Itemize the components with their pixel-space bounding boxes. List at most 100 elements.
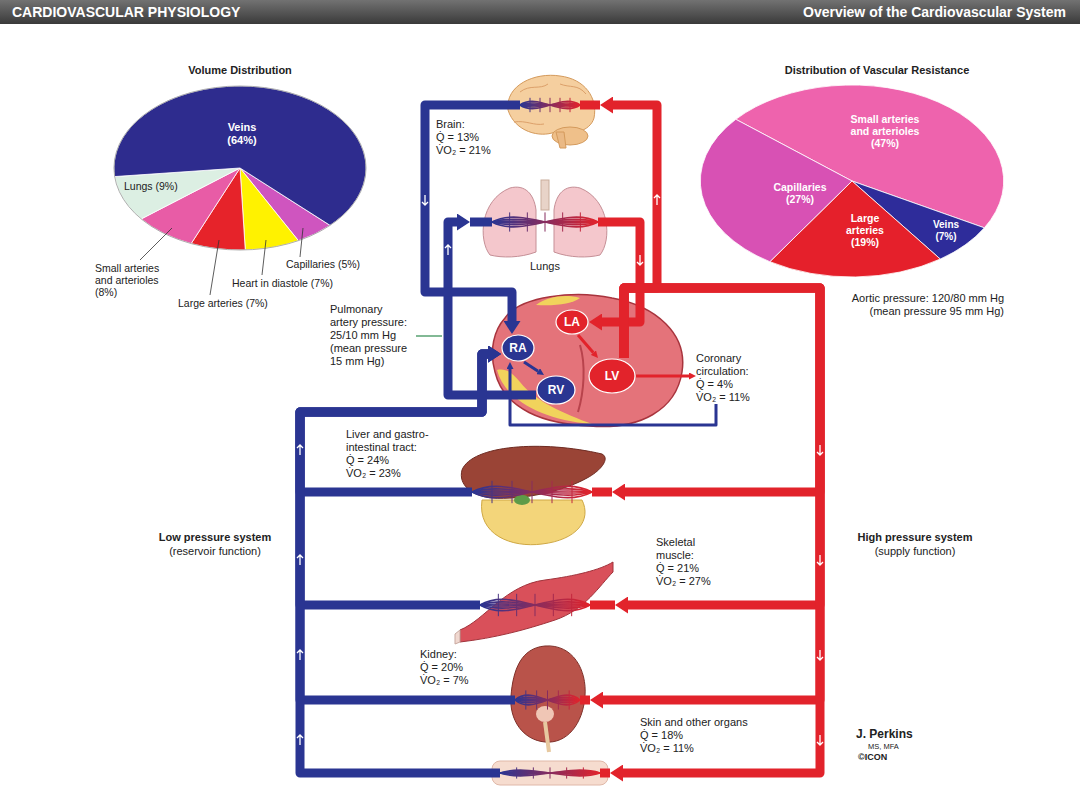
node-text: Coronary circulation: [696, 352, 760, 378]
slide-title: Overview of the Cardiovascular System [803, 4, 1066, 20]
brain-gyri [514, 84, 586, 124]
flow-arrow [297, 445, 303, 455]
capillary [545, 212, 546, 231]
system-note: (reservoir function) [140, 544, 290, 558]
organ-capillary-bed: Lungs [470, 180, 620, 258]
blood-vessel [300, 354, 488, 492]
blood-vessel [300, 354, 505, 700]
blood-vessel [300, 354, 490, 773]
organ-illustration [452, 440, 612, 548]
leader-line [300, 228, 303, 257]
node-text: RV [548, 383, 564, 397]
organ-label: Kidney:Q̇ = 20%V̇O₂ = 7% [420, 648, 498, 687]
slice-label: Large arteries (7%) [178, 297, 268, 309]
capillary [525, 690, 526, 709]
organ-illustration [505, 640, 590, 752]
capillary [498, 594, 499, 616]
capillary [516, 767, 517, 778]
node-text: Lungs [470, 260, 620, 273]
artery-stub [580, 696, 590, 705]
intestine [482, 500, 586, 545]
renal-pelvis [536, 706, 554, 722]
leader-line [416, 335, 442, 336]
chamber-fill [589, 359, 635, 393]
organ-label: Brain:Q̇ = 13%V̇O₂ = 21% [436, 118, 498, 157]
heart-illustration [492, 295, 682, 427]
heart-muscle [492, 295, 682, 427]
organ-label: Liver and gastro-intestinal tract:Q̇ = 2… [346, 428, 442, 480]
flow-arrow [297, 735, 303, 745]
chart-title: Distribution of Vascular Resistance [752, 64, 1002, 77]
capillary [509, 212, 510, 231]
pie-slice [114, 86, 366, 225]
artery-stub [580, 101, 600, 110]
flow-arrow [297, 650, 303, 660]
capillary [572, 481, 573, 503]
blood-vessel [524, 362, 538, 371]
publisher-mark: ©ICON [858, 752, 887, 763]
capillary [570, 98, 571, 112]
blood-vessel [624, 288, 820, 492]
node-text: Skeletal muscle: [656, 536, 722, 562]
node-text: V̇O₂ = 11% [696, 391, 760, 404]
pie-chart [114, 86, 366, 250]
flow-arrow [817, 735, 823, 745]
pressure-note: Aortic pressure: 120/80 mm Hg (mean pres… [832, 292, 1004, 318]
blood-vessel [510, 369, 716, 425]
slice-label: Veins (7%) [930, 219, 962, 243]
system-label: Low pressure system [140, 530, 290, 544]
circulation-note: Coronary circulation:Q̇ = 4%V̇O₂ = 11% [696, 352, 760, 404]
slice-label: Capillaries (27%) [770, 181, 830, 205]
flow-arrow [445, 245, 451, 255]
organ-label: Skin and other organsQ̇ = 18%V̇O₂ = 11% [640, 716, 770, 755]
organ-capillary-bed: Liver and gastro-intestinal tract:Q̇ = 2… [452, 440, 612, 548]
node-text: Q̇ = 13% [436, 131, 498, 144]
organ-illustration [490, 758, 610, 788]
capillary [558, 690, 559, 709]
liver [461, 446, 605, 498]
node-text: Brain: [436, 118, 498, 131]
capillary [566, 767, 567, 778]
capillary [560, 98, 561, 112]
chart-title: Volume Distribution [140, 64, 340, 77]
organ-capillary-bed: Skin and other organsQ̇ = 18%V̇O₂ = 11% [490, 758, 610, 788]
capillary [516, 594, 517, 616]
trachea [541, 180, 549, 210]
capillary [532, 481, 533, 503]
epicardial-fat [536, 296, 580, 305]
section-title: CARDIOVASCULAR PHYSIOLOGY [12, 4, 240, 20]
artery-stub [598, 218, 620, 227]
leader-line [210, 240, 219, 295]
vein-stub [452, 488, 472, 497]
artery-stub [600, 769, 610, 778]
node-text: V̇O₂ = 7% [420, 674, 498, 687]
slice-label: Large arteries (19%) [842, 212, 888, 248]
flow-arrow [637, 255, 643, 265]
heart-chamber: RA [501, 334, 535, 362]
organ-illustration [500, 70, 600, 150]
flow-arrow [422, 195, 428, 205]
node-text: RA [509, 341, 526, 355]
blood-vessel [603, 288, 820, 700]
artery-stub [590, 601, 615, 610]
heart-chamber: LA [555, 309, 589, 335]
chamber-fill [537, 376, 575, 404]
vein-stub [500, 101, 520, 110]
blood-vessel [578, 335, 593, 353]
flow-arrow [297, 555, 303, 565]
node-text: LV [605, 369, 619, 383]
organ-illustration [470, 180, 620, 258]
leader-line [140, 228, 172, 260]
capillary [552, 481, 553, 503]
vein-stub [470, 218, 492, 227]
artist-degree: MS, MFA [868, 742, 899, 751]
flow-arrow [654, 195, 660, 205]
capillary [569, 690, 570, 709]
capillary [580, 212, 581, 231]
node-text: Q̇ = 20% [420, 661, 498, 674]
blood-vessel [300, 354, 488, 605]
vein-stub [505, 696, 515, 705]
artery-stub [592, 488, 612, 497]
node-text: Liver and gastro-intestinal tract: [346, 428, 442, 454]
